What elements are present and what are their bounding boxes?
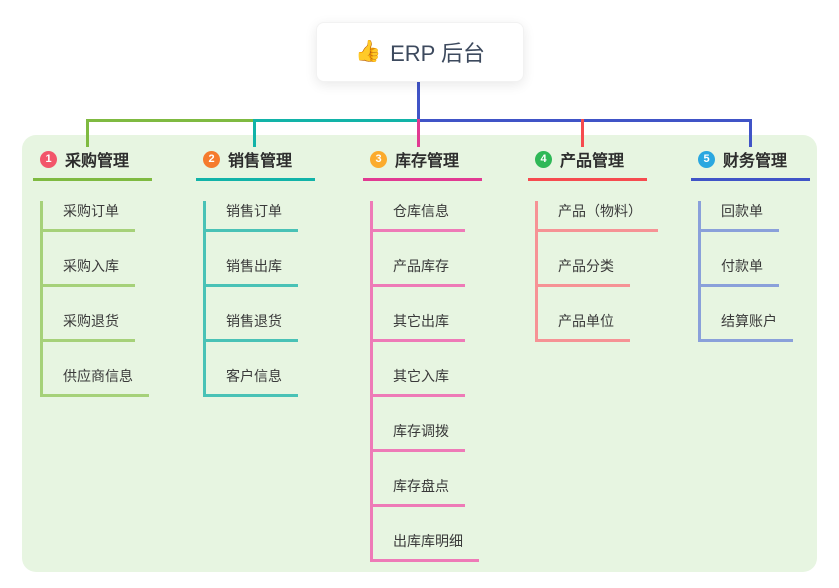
mindmap-panel — [22, 135, 817, 572]
connector-horizontal-segment — [419, 119, 752, 122]
child-node[interactable]: 销售出库 — [206, 256, 298, 287]
branch-number-badge: 1 — [40, 150, 57, 168]
child-node[interactable]: 供应商信息 — [43, 366, 149, 397]
child-node[interactable]: 结算账户 — [701, 311, 793, 342]
branch-children: 产品（物料） 产品分类产品单位 — [535, 201, 658, 342]
connector-drop — [86, 119, 89, 147]
child-node[interactable]: 产品分类 — [538, 256, 630, 287]
child-node[interactable]: 付款单 — [701, 256, 779, 287]
child-node[interactable]: 销售退货 — [206, 311, 298, 342]
branch-title: 销售管理 — [228, 153, 293, 170]
branch-label[interactable]: 4 产品管理 — [528, 147, 647, 181]
child-node[interactable]: 采购退货 — [43, 311, 135, 342]
branch-children: 采购订单采购入库采购退货供应商信息 — [40, 201, 152, 397]
branch-node-4: 4 产品管理 产品（物料） 产品分类产品单位 — [528, 147, 658, 342]
branch-label[interactable]: 2 销售管理 — [196, 147, 315, 181]
branch-label[interactable]: 1 采购管理 — [33, 147, 152, 181]
branch-node-5: 5 财务管理 回款单付款单结算账户 — [691, 147, 810, 342]
child-node[interactable]: 产品库存 — [373, 256, 465, 287]
branch-node-1: 1 采购管理 采购订单采购入库采购退货供应商信息 — [33, 147, 152, 397]
root-node-label: ERP 后台 — [390, 41, 486, 66]
child-node[interactable]: 产品（物料） — [538, 201, 658, 232]
child-node[interactable]: 仓库信息 — [373, 201, 465, 232]
child-node[interactable]: 库存盘点 — [373, 476, 465, 507]
child-node[interactable]: 采购入库 — [43, 256, 135, 287]
branch-number-badge: 2 — [203, 150, 220, 168]
thumbs-up-icon: 👍 — [354, 40, 382, 63]
branch-label[interactable]: 3 库存管理 — [363, 147, 482, 181]
connector-drop — [749, 119, 752, 147]
connector-drop — [417, 119, 420, 147]
root-node-erp[interactable]: 👍 ERP 后台 — [316, 22, 524, 82]
child-node[interactable]: 产品单位 — [538, 311, 630, 342]
branch-title: 财务管理 — [723, 153, 788, 170]
branch-children: 仓库信息产品库存其它出库其它入库库存调拨库存盘点出库库明细 — [370, 201, 482, 562]
connector-horizontal-segment — [87, 119, 254, 122]
child-node[interactable]: 其它出库 — [373, 311, 465, 342]
child-node[interactable]: 采购订单 — [43, 201, 135, 232]
child-node[interactable]: 库存调拨 — [373, 421, 465, 452]
child-node[interactable]: 客户信息 — [206, 366, 298, 397]
connector-drop — [581, 119, 584, 147]
branch-node-3: 3 库存管理 仓库信息产品库存其它出库其它入库库存调拨库存盘点出库库明细 — [363, 147, 482, 562]
branch-title: 库存管理 — [395, 153, 460, 170]
child-node[interactable]: 回款单 — [701, 201, 779, 232]
branch-children: 销售订单销售出库销售退货客户信息 — [203, 201, 315, 397]
branch-children: 回款单付款单结算账户 — [698, 201, 810, 342]
connector-horizontal-segment — [254, 119, 419, 122]
branch-node-2: 2 销售管理 销售订单销售出库销售退货客户信息 — [196, 147, 315, 397]
branch-number-badge: 5 — [698, 150, 715, 168]
branch-number-badge: 4 — [535, 150, 552, 168]
branch-number-badge: 3 — [370, 150, 387, 168]
child-node[interactable]: 销售订单 — [206, 201, 298, 232]
branch-label[interactable]: 5 财务管理 — [691, 147, 810, 181]
connector-drop — [253, 119, 256, 147]
child-node[interactable]: 其它入库 — [373, 366, 465, 397]
branch-title: 产品管理 — [560, 153, 625, 170]
root-connector-stub — [417, 82, 420, 122]
branch-title: 采购管理 — [65, 153, 130, 170]
child-node[interactable]: 出库库明细 — [373, 531, 479, 562]
